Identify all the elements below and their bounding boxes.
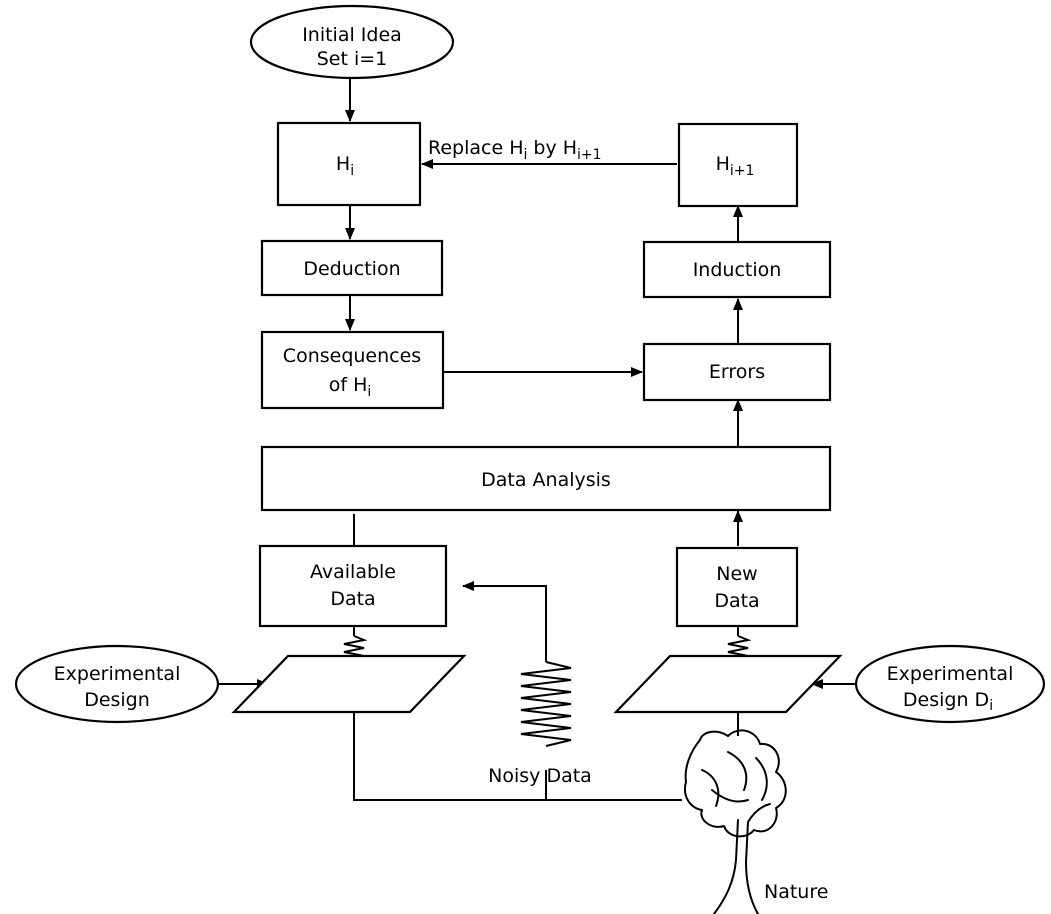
induction-box: Induction — [642, 240, 832, 299]
available-data-box: Available Data — [258, 544, 448, 628]
errors-box: Errors — [642, 342, 832, 402]
hypothesis-box: Hi — [276, 121, 422, 207]
spring-noise — [520, 661, 572, 747]
plane-left — [231, 654, 467, 714]
consequences-line1: Consequences — [283, 345, 421, 367]
exp-design-right-line1: Experimental — [887, 663, 1014, 685]
experimental-design-left-node: Experimental Design — [14, 644, 220, 724]
available-data-line2: Data — [330, 588, 375, 610]
next-hypothesis-label: Hi+1 — [716, 153, 755, 179]
exp-design-left-line2: Design — [84, 689, 150, 711]
new-data-box: New Data — [675, 546, 799, 628]
nature-label: Nature — [764, 881, 828, 903]
plane-right — [613, 654, 843, 714]
available-data-line1: Available — [310, 561, 396, 583]
exp-design-right-line2: Design Di — [903, 689, 993, 714]
noisy-data-label: Noisy Data — [488, 765, 592, 787]
consequences-box: Consequences of Hi — [260, 330, 445, 410]
exp-design-left-line1: Experimental — [54, 663, 181, 685]
hypothesis-label: Hi — [336, 153, 354, 179]
replace-label: Replace Hi by Hi+1 — [428, 137, 602, 163]
new-data-line2: Data — [714, 590, 759, 612]
errors-label: Errors — [709, 361, 765, 383]
connectors — [218, 68, 856, 801]
data-analysis-box: Data Analysis — [260, 445, 832, 512]
arrow-noise-to-available — [462, 581, 547, 662]
tree-icon — [684, 729, 787, 914]
deduction-label: Deduction — [303, 258, 400, 280]
data-analysis-label: Data Analysis — [481, 469, 611, 491]
deduction-box: Deduction — [260, 239, 444, 297]
next-hypothesis-box: Hi+1 — [677, 122, 799, 208]
initial-idea-line1: Initial Idea — [302, 24, 402, 46]
initial-idea-line2: Set i=1 — [317, 48, 388, 70]
initial-idea-node: Initial Idea Set i=1 — [249, 4, 455, 80]
line-nature-bottom — [353, 712, 682, 801]
consequences-line2: of Hi — [329, 374, 372, 400]
new-data-line1: New — [716, 563, 757, 585]
induction-label: Induction — [693, 259, 782, 281]
experimental-design-right-node: Experimental Design Di — [854, 644, 1046, 724]
